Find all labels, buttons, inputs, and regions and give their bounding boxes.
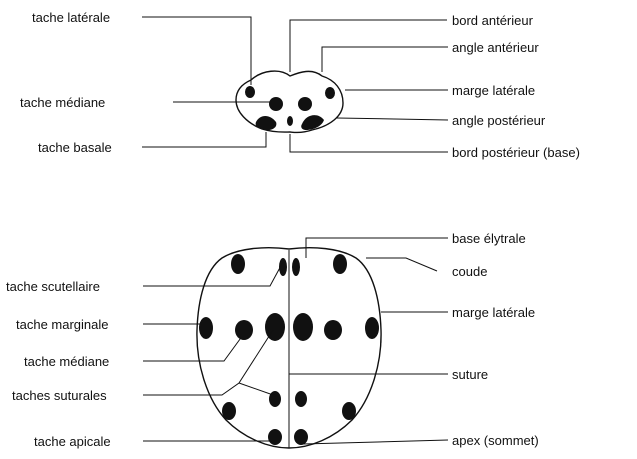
label-marge-laterale-elytres: marge latérale: [452, 305, 535, 320]
elytra-spot-sutural-right: [293, 313, 313, 341]
label-tache-marginale: tache marginale: [16, 317, 109, 332]
label-taches-suturales: taches suturales: [12, 388, 107, 403]
label-tache-mediane-elytres: tache médiane: [24, 354, 109, 369]
label-coude: coude: [452, 264, 487, 279]
label-apex: apex (sommet): [452, 433, 539, 448]
label-suture: suture: [452, 367, 488, 382]
label-bord-anterieur: bord antérieur: [452, 13, 534, 28]
label-tache-mediane-pronotum: tache médiane: [20, 95, 105, 110]
label-angle-anterieur: angle antérieur: [452, 40, 539, 55]
elytra-spot-lower-right: [295, 391, 307, 407]
label-tache-scutellaire: tache scutellaire: [6, 279, 100, 294]
label-base-elytrale: base élytrale: [452, 231, 526, 246]
elytra-spot-sutural-left: [265, 313, 285, 341]
elytra-spot-median-left: [235, 320, 253, 340]
elytra-spot-marginal-left: [199, 317, 213, 339]
elytra-spot-marginal-right: [365, 317, 379, 339]
elytra-spot-side-left: [222, 402, 236, 420]
elytra-spot-lower-left: [269, 391, 281, 407]
pronotum-spot-median-left: [269, 97, 283, 111]
label-angle-posterieur: angle postérieur: [452, 113, 546, 128]
elytra-spot-apical-right: [294, 429, 308, 445]
elytra-spot-apical-left: [268, 429, 282, 445]
elytra-spot-top-left: [231, 254, 245, 274]
elytra-spot-top-right: [333, 254, 347, 274]
elytra-figure: [197, 248, 381, 448]
elytra-spot-side-right: [342, 402, 356, 420]
pronotum-spot-center: [287, 116, 293, 126]
elytra-spot-scutellar-right: [292, 258, 300, 276]
label-bord-posterieur: bord postérieur (base): [452, 145, 580, 160]
pronotum-spot-lateral-left: [245, 86, 255, 98]
label-tache-laterale: tache latérale: [32, 10, 110, 25]
elytra-spot-median-right: [324, 320, 342, 340]
label-marge-laterale-pronotum: marge latérale: [452, 83, 535, 98]
pronotum-spot-lateral-right: [325, 87, 335, 99]
label-tache-basale: tache basale: [38, 140, 112, 155]
label-tache-apicale: tache apicale: [34, 434, 111, 449]
pronotum-spot-median-right: [298, 97, 312, 111]
